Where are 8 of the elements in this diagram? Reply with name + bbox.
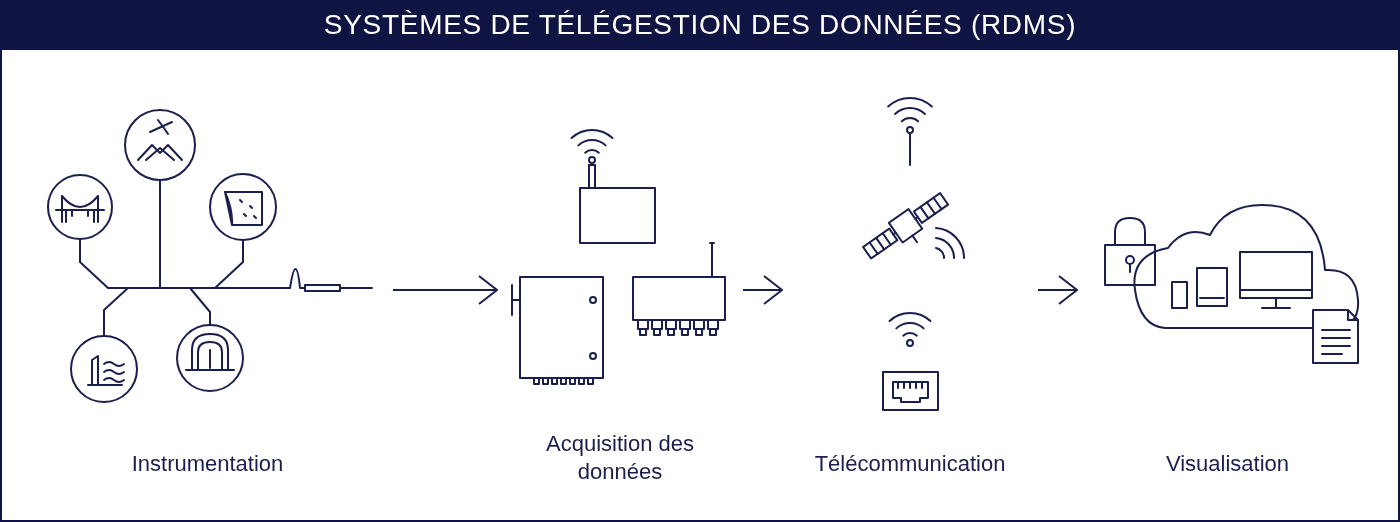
title: SYSTÈMES DE TÉLÉGESTION DES DONNÉES (RDMS) [323, 8, 1077, 42]
stage-label: Télécommunication [814, 450, 1006, 478]
stage-label: Instrumentation [131, 450, 284, 478]
arrow [1037, 275, 1078, 305]
arrow [742, 275, 783, 305]
stage-label: Acquisition des données [545, 430, 695, 486]
stage-label: Visualisation [1165, 450, 1290, 478]
arrow [392, 275, 498, 305]
